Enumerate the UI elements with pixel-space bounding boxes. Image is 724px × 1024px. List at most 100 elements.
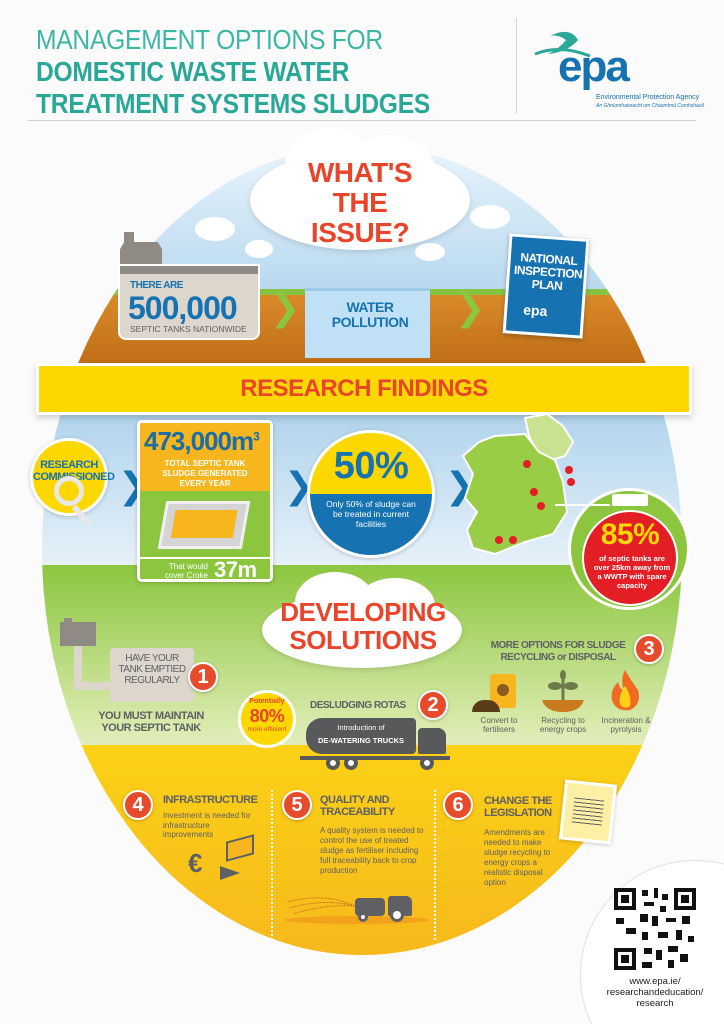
efficiency-pre: Potentially <box>249 698 285 705</box>
house-icon <box>120 242 162 266</box>
s3-title: MORE OPTIONS FOR SLUDGE RECYCLING or DIS… <box>490 640 626 663</box>
dewatering-truck-icon: Introduction of DE-WATERING TRUCKS <box>306 718 416 754</box>
small-cloud <box>470 205 510 229</box>
volume-value: 473,000m3 <box>144 426 260 457</box>
treated-pct: 50% <box>333 445 409 487</box>
title-line-1: MANAGEMENT OPTIONS FOR <box>36 24 383 55</box>
wheel-icon <box>358 912 368 922</box>
small-cloud <box>245 240 273 258</box>
step-1-badge: 1 <box>188 662 218 692</box>
pipe <box>74 646 82 690</box>
distance-badge: 85% of septic tanks are over 25km away f… <box>582 510 678 606</box>
stadium-icon <box>157 501 251 549</box>
tanks-count: 500,000 <box>128 290 238 326</box>
epa-logo-sub1: Environmental Protection Agency <box>596 94 700 101</box>
research-findings-title: RESEARCH FINDINGS <box>240 375 488 402</box>
s4-title: INFRASTRUCTURE <box>163 794 258 806</box>
volume-footer <box>140 557 270 579</box>
truck-text1: Introduction of <box>337 723 385 732</box>
step-6-badge: 6 <box>443 790 473 820</box>
footer-url[interactable]: www.epa.ie/ researchandeducation/ resear… <box>600 976 710 1009</box>
tank-box: HAVE YOUR TANK EMPTIED REGULARLY <box>110 648 194 702</box>
volume-header <box>140 423 270 491</box>
water-pollution: WATER POLLUTION <box>331 299 409 330</box>
truck-chassis <box>300 756 450 760</box>
euro-icon: € <box>188 848 203 878</box>
septic-tank-box: THERE ARE 500,000 SEPTIC TANKS NATIONWID… <box>120 266 258 338</box>
s1-caption: YOU MUST MAINTAIN YOUR SEPTIC TANK <box>98 710 204 734</box>
legislation-document-icon <box>559 779 617 845</box>
research-findings-banner: RESEARCH FINDINGS <box>36 363 692 415</box>
s5-title: QUALITY AND TRACEABILITY <box>320 794 395 818</box>
title-line-3: TREATMENT SYSTEMS SLUDGES <box>36 88 431 119</box>
wheel-icon <box>344 756 358 770</box>
divider <box>271 790 273 940</box>
field-shadow <box>284 916 429 924</box>
sludge-volume-card: 473,000m3 TOTAL SEPTIC TANK SLUDGE GENER… <box>137 420 273 582</box>
truck-text2: DE-WATERING TRUCKS <box>317 736 405 745</box>
qr-code-icon <box>614 888 696 970</box>
url-line-2: researchandeducation/ <box>606 987 704 998</box>
epa-logo[interactable]: epa Environmental Protection Agency An G… <box>530 22 710 114</box>
qr-code[interactable] <box>614 888 696 970</box>
volume-desc: TOTAL SEPTIC TANK SLUDGE GENERATED EVERY… <box>162 459 248 488</box>
spreader-tanker-icon <box>355 898 385 916</box>
efficiency-value: 80% <box>249 706 285 726</box>
treated-desc: Only 50% of sludge can be treated in cur… <box>326 499 416 529</box>
option-label: Recycling to energy crops <box>539 716 587 734</box>
wheel-icon <box>420 756 434 770</box>
magnifier-icon <box>54 476 84 506</box>
s4-desc: Investment is needed for infrastructure … <box>163 811 251 839</box>
plant-icon <box>542 670 584 712</box>
house-icon <box>60 622 96 646</box>
pipe <box>74 682 114 690</box>
header-divider <box>516 18 517 114</box>
badge-bottom <box>310 494 432 555</box>
inspection-plan-document: NATIONAL INSPECTION PLAN epa <box>502 233 590 339</box>
wheel-icon <box>390 908 404 922</box>
s6-title: CHANGE THE LEGISLATION <box>484 795 552 819</box>
volume-number: 473,000m <box>144 426 254 456</box>
epa-logo-text: epa <box>558 42 630 91</box>
tanks-pre: THERE ARE <box>130 280 183 291</box>
house-chimney <box>124 232 134 244</box>
small-cloud <box>195 217 235 241</box>
water-pit <box>305 288 430 358</box>
step-3-badge: 3 <box>634 634 664 664</box>
step-2-badge: 2 <box>418 690 448 720</box>
efficiency-post: more efficient <box>247 726 287 733</box>
croke-value: 37m <box>214 557 257 582</box>
inspection-plan-title: NATIONAL INSPECTION PLAN <box>513 250 583 294</box>
epa-swoosh-icon <box>534 31 591 58</box>
issue-cloud-puff <box>345 135 435 205</box>
far-desc: of septic tanks are over 25km away from … <box>593 554 671 590</box>
issue-title: WHAT'S THE ISSUE? <box>307 157 413 248</box>
chevron-right-icon: ❯ <box>270 287 301 328</box>
efficiency-badge: Potentially 80% more efficient <box>238 690 296 748</box>
flame-icon <box>611 670 639 711</box>
far-pct: 85% <box>600 518 660 551</box>
wheel-icon <box>326 756 340 770</box>
spray-icon <box>286 897 356 915</box>
header-rule <box>28 120 696 121</box>
s2-title: DESLUDGING ROTAS <box>310 700 406 711</box>
croke-text: That would cover Croke Park to <box>164 562 208 580</box>
url-line-3: research <box>636 998 674 1009</box>
divider <box>434 790 436 940</box>
treated-percentage-badge: 50% Only 50% of sludge can be treated in… <box>307 430 435 558</box>
badge-top <box>310 433 432 494</box>
url-line-1: www.epa.ie/ <box>629 976 681 987</box>
inspection-epa-logo: epa <box>522 301 548 320</box>
ireland-map-icon <box>461 412 575 556</box>
s5-desc: A quality system is needed to control th… <box>320 826 424 875</box>
tanker-truck-icon <box>612 494 648 506</box>
tank-box-text: HAVE YOUR TANK EMPTIED REGULARLY <box>118 653 186 686</box>
step-5-badge: 5 <box>282 790 312 820</box>
s6-desc: Amendments are needed to make sludge rec… <box>484 828 551 887</box>
solutions-title: DEVELOPING SOLUTIONS <box>280 597 446 655</box>
arrow-left-icon <box>555 504 610 506</box>
step-4-badge: 4 <box>123 790 153 820</box>
volume-unit-sup: 3 <box>253 429 260 444</box>
tanks-post: SEPTIC TANKS NATIONWIDE <box>130 324 247 334</box>
option-label: Convert to fertilisers <box>480 716 518 734</box>
